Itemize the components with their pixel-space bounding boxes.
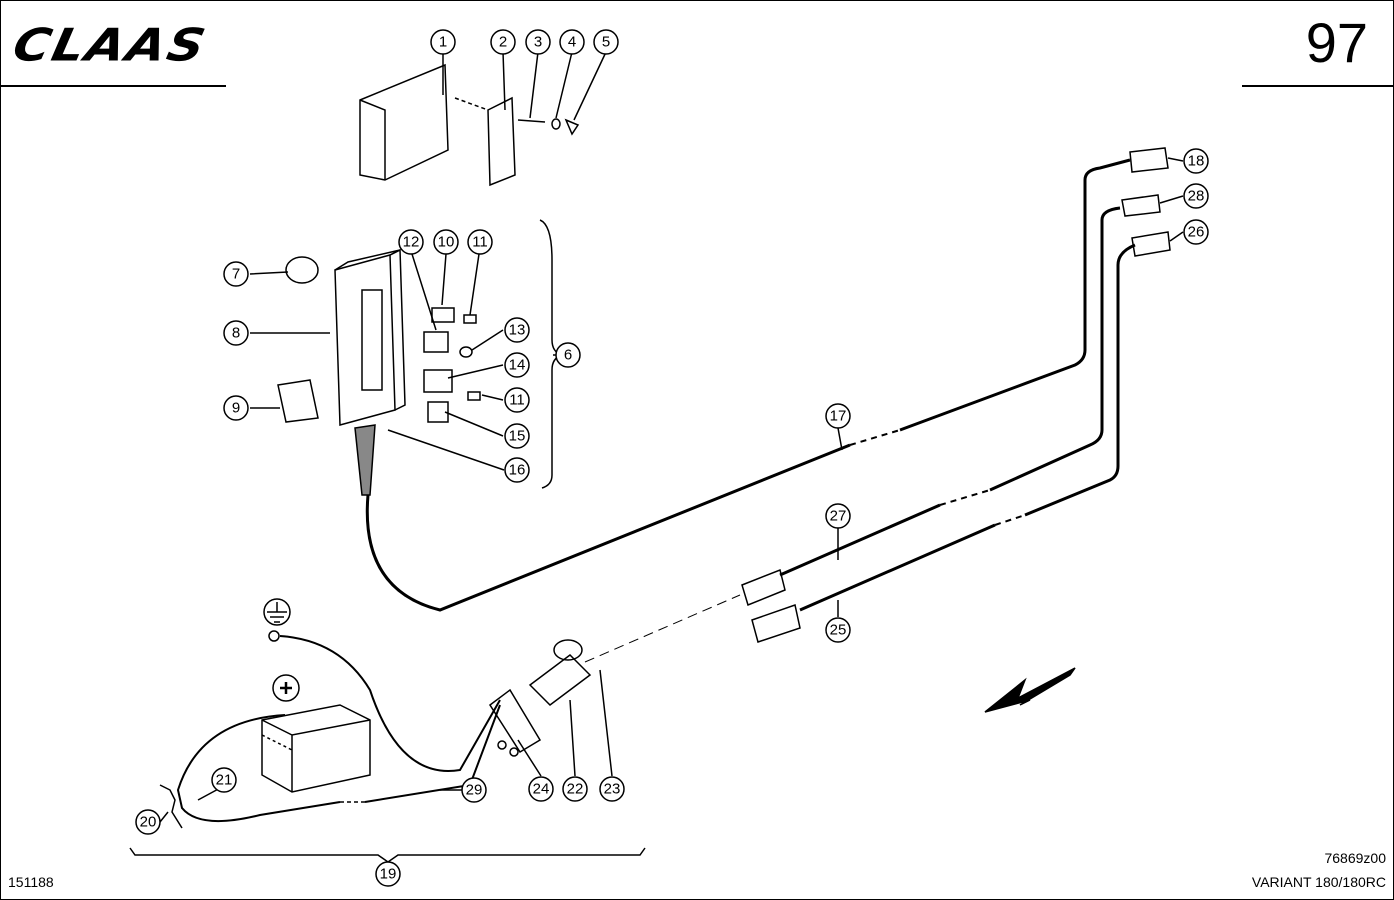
- svg-text:19: 19: [380, 866, 397, 883]
- callout-20: 20: [135, 809, 161, 835]
- callout-21: 21: [211, 767, 237, 793]
- callout-14: 14: [504, 352, 530, 378]
- callout-3: 3: [525, 29, 551, 55]
- header-rule-left: [0, 85, 226, 87]
- svg-text:11: 11: [472, 234, 488, 251]
- bolt: [517, 119, 546, 123]
- callout-24: 24: [528, 776, 554, 802]
- callout-7: 7: [223, 261, 249, 287]
- callout-10: 10: [433, 229, 459, 255]
- callout-9: 9: [223, 395, 249, 421]
- plug-27: [741, 568, 786, 607]
- svg-text:3: 3: [534, 34, 542, 51]
- callout-28: 28: [1183, 183, 1209, 209]
- svg-text:28: 28: [1188, 188, 1205, 205]
- svg-text:27: 27: [830, 508, 847, 525]
- socket: [528, 654, 592, 706]
- svg-text:6: 6: [564, 347, 572, 364]
- callout-23: 23: [599, 776, 625, 802]
- svg-text:11: 11: [509, 392, 525, 409]
- cable-17: [365, 158, 1131, 612]
- callout-1: 1: [430, 29, 456, 55]
- callout-25: 25: [825, 617, 851, 643]
- cover-clip: [277, 379, 319, 423]
- svg-text:18: 18: [1188, 153, 1205, 170]
- svg-text:2: 2: [499, 34, 507, 51]
- control-box: [334, 254, 396, 426]
- svg-text:16: 16: [509, 462, 526, 479]
- callout-12: 12: [398, 229, 424, 255]
- cable-stem: [354, 424, 376, 496]
- socket-bracket: [488, 688, 542, 754]
- svg-text:22: 22: [567, 781, 584, 798]
- sheet-id: 151188: [8, 874, 54, 890]
- ground-symbol: [263, 598, 291, 626]
- callout-8: 8: [223, 320, 249, 346]
- cable-27: [779, 206, 1121, 577]
- callout-5: 5: [593, 29, 619, 55]
- callout-22: 22: [562, 776, 588, 802]
- page-number: 97: [1305, 11, 1368, 74]
- washer: [551, 118, 561, 130]
- svg-text:13: 13: [509, 322, 526, 339]
- connector-26: [1131, 231, 1171, 257]
- ground-cable: [279, 635, 501, 772]
- callout-6: 6: [555, 342, 581, 368]
- callout-2: 2: [490, 29, 516, 55]
- plus-symbol: [272, 674, 300, 702]
- callout-11b: 11: [504, 387, 530, 413]
- callout-15: 15: [504, 423, 530, 449]
- svg-text:7: 7: [232, 266, 240, 283]
- svg-text:4: 4: [568, 34, 576, 51]
- svg-text:21: 21: [216, 772, 233, 789]
- direction-arrow: [984, 667, 1076, 713]
- callout-4: 4: [559, 29, 585, 55]
- callout-27: 27: [825, 503, 851, 529]
- svg-text:8: 8: [232, 325, 240, 342]
- callout-16: 16: [504, 457, 530, 483]
- mounting-plate: [487, 96, 516, 187]
- callout-19: 19: [375, 861, 401, 887]
- callout-13: 13: [504, 317, 530, 343]
- connector-28: [1121, 194, 1161, 217]
- svg-text:24: 24: [533, 781, 550, 798]
- svg-text:10: 10: [438, 234, 455, 251]
- svg-text:29: 29: [466, 782, 483, 799]
- svg-text:17: 17: [830, 408, 847, 425]
- svg-text:5: 5: [602, 34, 610, 51]
- callout-26: 26: [1183, 219, 1209, 245]
- svg-text:20: 20: [140, 814, 157, 831]
- svg-text:14: 14: [509, 357, 526, 374]
- svg-text:1: 1: [439, 34, 447, 51]
- svg-text:26: 26: [1188, 224, 1205, 241]
- callout-29: 29: [461, 777, 487, 803]
- svg-text:15: 15: [509, 428, 526, 445]
- callout-17: 17: [825, 403, 851, 429]
- battery: [261, 704, 371, 793]
- callout-18: 18: [1183, 148, 1209, 174]
- plug-25: [751, 604, 801, 643]
- drawing-number: 76869z00: [1324, 850, 1386, 866]
- rotary-switch: [285, 256, 319, 284]
- svg-text:23: 23: [604, 781, 621, 798]
- header-rule-right: [1242, 85, 1394, 87]
- callout-11a: 11: [467, 229, 493, 255]
- svg-text:12: 12: [403, 234, 420, 251]
- mounting-bracket: [359, 63, 449, 181]
- connector-18: [1129, 147, 1169, 173]
- model-name: VARIANT 180/180RC: [1251, 874, 1386, 890]
- svg-text:9: 9: [232, 400, 240, 417]
- power-cable: [176, 704, 501, 823]
- cable-25: [799, 243, 1136, 612]
- wing-nut: [564, 118, 580, 136]
- svg-text:25: 25: [830, 622, 847, 639]
